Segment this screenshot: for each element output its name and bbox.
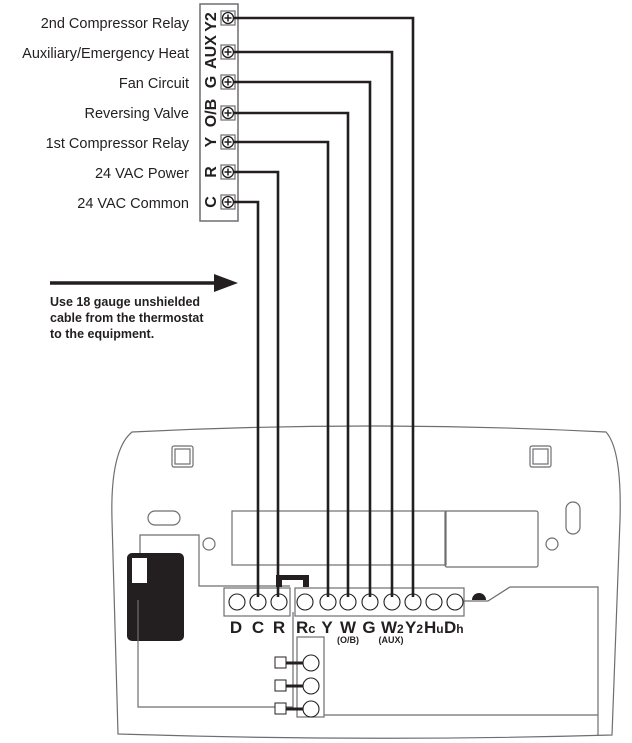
terminal-screw xyxy=(296,593,314,611)
label-1st-compressor-relay: 1st Compressor Relay xyxy=(46,136,190,152)
note-line-1: Use 18 gauge unshielded xyxy=(50,295,200,309)
aux-terminal-screw xyxy=(302,700,320,718)
label-24vac-power: 24 VAC Power xyxy=(95,166,189,182)
tlabel-y: Y xyxy=(321,618,333,637)
code-r: R xyxy=(203,166,220,178)
tlabel-rc: Rc xyxy=(296,618,316,637)
code-c: C xyxy=(203,196,220,208)
tlabel-w2: W2 xyxy=(381,618,404,637)
plus-icon xyxy=(224,109,232,117)
plus-icon xyxy=(224,78,232,86)
plus-icon xyxy=(224,48,232,56)
note-line-3: to the equipment. xyxy=(50,327,154,341)
aux-terminal-screw xyxy=(302,654,320,672)
label-24vac-common: 24 VAC Common xyxy=(77,196,189,212)
label-aux-heat: Auxiliary/Emergency Heat xyxy=(22,46,189,62)
tlabel-y2: Y2 xyxy=(405,618,423,637)
jumper xyxy=(276,575,309,587)
plus-icon xyxy=(224,138,232,146)
label-fan-circuit: Fan Circuit xyxy=(119,76,189,92)
code-aux: AUX xyxy=(203,35,220,69)
code-y2: Y2 xyxy=(203,12,220,32)
terminal-screw xyxy=(228,593,246,611)
thermostat-base xyxy=(111,425,621,739)
wire-g xyxy=(234,80,372,597)
wire-y2 xyxy=(234,16,415,597)
thermostat-terminal-labels: D C R Rc Y W (O/B) G W2 (AUX) Y2 Hu Dh xyxy=(230,618,464,645)
code-g: G xyxy=(203,76,220,88)
arrow-head-icon xyxy=(214,274,238,292)
code-y: Y xyxy=(203,136,220,147)
tlabel-w: W xyxy=(340,618,357,637)
aux-terminal-tab xyxy=(274,679,287,692)
tlabel-hu: Hu xyxy=(424,618,444,637)
wire-c xyxy=(234,200,260,597)
wire-aux xyxy=(234,50,394,597)
label-reversing-valve: Reversing Valve xyxy=(84,106,189,122)
plus-icon xyxy=(224,14,232,22)
note-line-2: cable from the thermostat xyxy=(50,311,204,325)
tlabel-r: R xyxy=(273,618,285,637)
tlabel-d: D xyxy=(230,618,242,637)
wire-r xyxy=(234,170,280,597)
label-2nd-compressor-relay: 2nd Compressor Relay xyxy=(41,16,190,32)
aux-terminal-tab xyxy=(274,702,287,715)
code-ob: O/B xyxy=(203,99,220,127)
terminal-screw xyxy=(425,593,443,611)
tlabel-w-sub: (O/B) xyxy=(337,635,359,645)
wire-y xyxy=(234,140,330,597)
tlabel-g: G xyxy=(362,618,375,637)
tlabel-w2-sub: (AUX) xyxy=(379,635,404,645)
wire-ob xyxy=(234,111,350,597)
terminal-screw xyxy=(446,593,464,611)
aux-terminal-tab xyxy=(274,656,287,669)
tlabel-dh: Dh xyxy=(444,618,464,637)
aux-terminal-screw xyxy=(302,677,320,695)
tlabel-c: C xyxy=(252,618,264,637)
plus-icon xyxy=(224,168,232,176)
plus-icon xyxy=(224,198,232,206)
